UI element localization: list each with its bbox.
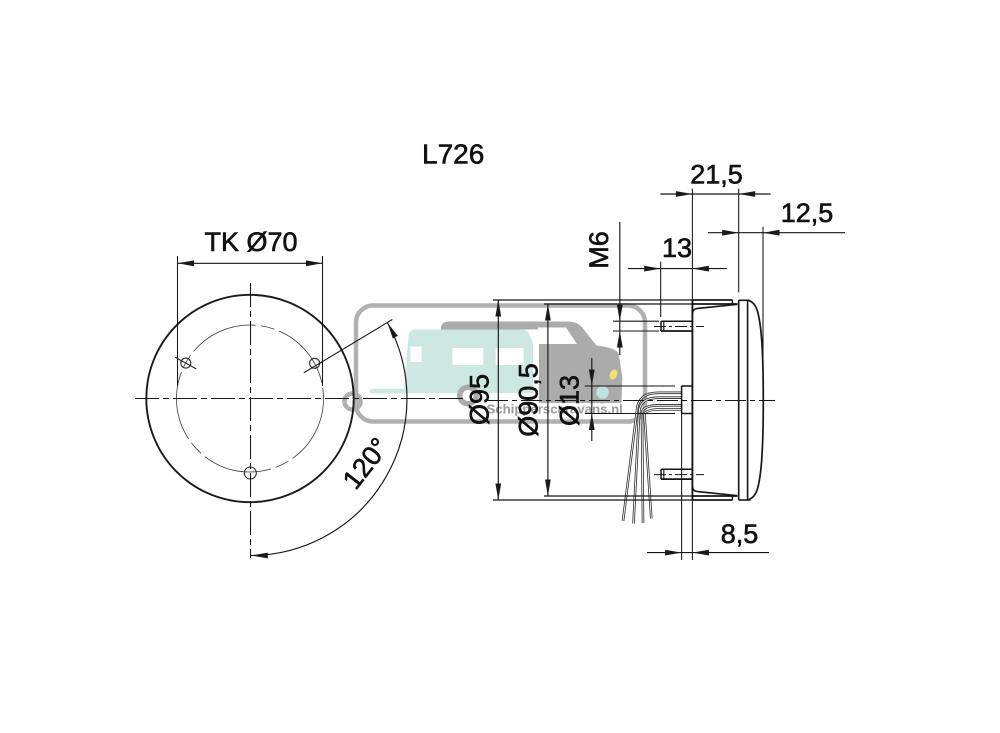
svg-text:Ø95: Ø95 <box>465 374 495 425</box>
svg-text:Ø90,5: Ø90,5 <box>514 363 544 437</box>
svg-text:13: 13 <box>662 233 692 263</box>
svg-text:8,5: 8,5 <box>721 519 759 549</box>
svg-text:12,5: 12,5 <box>781 198 834 228</box>
svg-text:L726: L726 <box>422 139 484 170</box>
svg-text:21,5: 21,5 <box>690 160 743 190</box>
svg-text:TK Ø70: TK Ø70 <box>204 227 297 257</box>
svg-text:Schipperscaravans.nl: Schipperscaravans.nl <box>487 402 623 417</box>
svg-text:Ø13: Ø13 <box>555 375 585 426</box>
svg-text:M6: M6 <box>584 231 614 269</box>
